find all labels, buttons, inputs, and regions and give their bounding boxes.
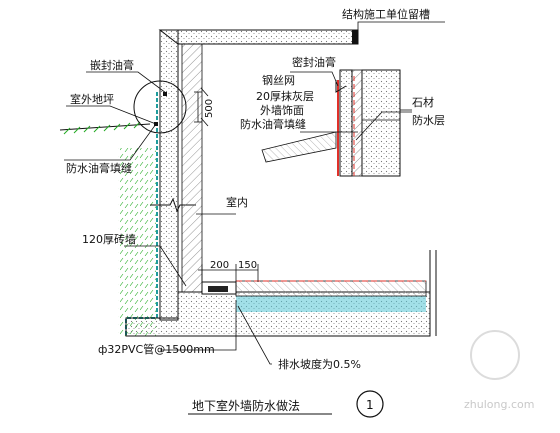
detail-wall xyxy=(339,69,353,177)
detail-number-circle xyxy=(356,390,384,418)
watermark-logo xyxy=(470,330,520,380)
label-dim-150: 150 xyxy=(238,260,257,271)
label-dim-500: 500 xyxy=(204,99,215,118)
label-drawing-title: 地下室外墙防水做法 xyxy=(192,398,300,413)
label-dim-200: 200 xyxy=(210,260,229,271)
stone-panel xyxy=(361,69,401,177)
label-stone: 石材 xyxy=(412,95,434,109)
exterior-wall xyxy=(159,29,179,321)
detail-circle xyxy=(133,80,187,134)
label-indoor: 室内 xyxy=(226,195,248,209)
label-detail-number: 1 xyxy=(366,398,374,412)
soil-fill xyxy=(118,148,156,336)
label-waterproof-paste-right: 防水油膏填缝 xyxy=(240,117,306,131)
ground-hatch-marks xyxy=(63,121,141,135)
label-outdoor-ground: 室外地坪 xyxy=(70,92,114,106)
detail-soil xyxy=(261,131,337,163)
label-mortar-20: 20厚抹灰层 xyxy=(256,89,314,103)
ground-hatch xyxy=(59,123,151,131)
label-wall-finish: 外墙饰面 xyxy=(260,103,304,117)
label-slope: 排水坡度为0.5% xyxy=(278,357,361,371)
floor-hatch xyxy=(235,280,427,297)
label-steel-mesh: 钢丝网 xyxy=(262,74,295,87)
label-waterproof-layer: 防水层 xyxy=(412,113,445,127)
enlarged-detail xyxy=(261,69,412,177)
top-slab xyxy=(158,29,359,45)
labels: 结构施工单位留槽 嵌封油膏 室外地坪 防水油膏填缝 500 密封油膏 钢丝网 2… xyxy=(66,7,534,418)
label-waterproof-paste-left: 防水油膏填缝 xyxy=(66,161,132,175)
label-sealing-paste-left: 嵌封油膏 xyxy=(90,58,134,72)
brick-wall xyxy=(181,43,203,293)
watermark: zhulong.com xyxy=(464,398,534,411)
label-brick-wall: 120厚砖墙 xyxy=(82,232,136,246)
label-reserved-slot: 结构施工单位留槽 xyxy=(342,7,430,21)
label-sealing-paste-right: 密封油膏 xyxy=(292,55,336,69)
label-pvc-pipe: ф32PVC管@1500mm xyxy=(98,342,215,356)
leader-lines xyxy=(64,21,445,365)
floor-water-layer xyxy=(236,296,426,312)
main-section xyxy=(59,29,437,337)
reserved-slot xyxy=(352,30,358,44)
